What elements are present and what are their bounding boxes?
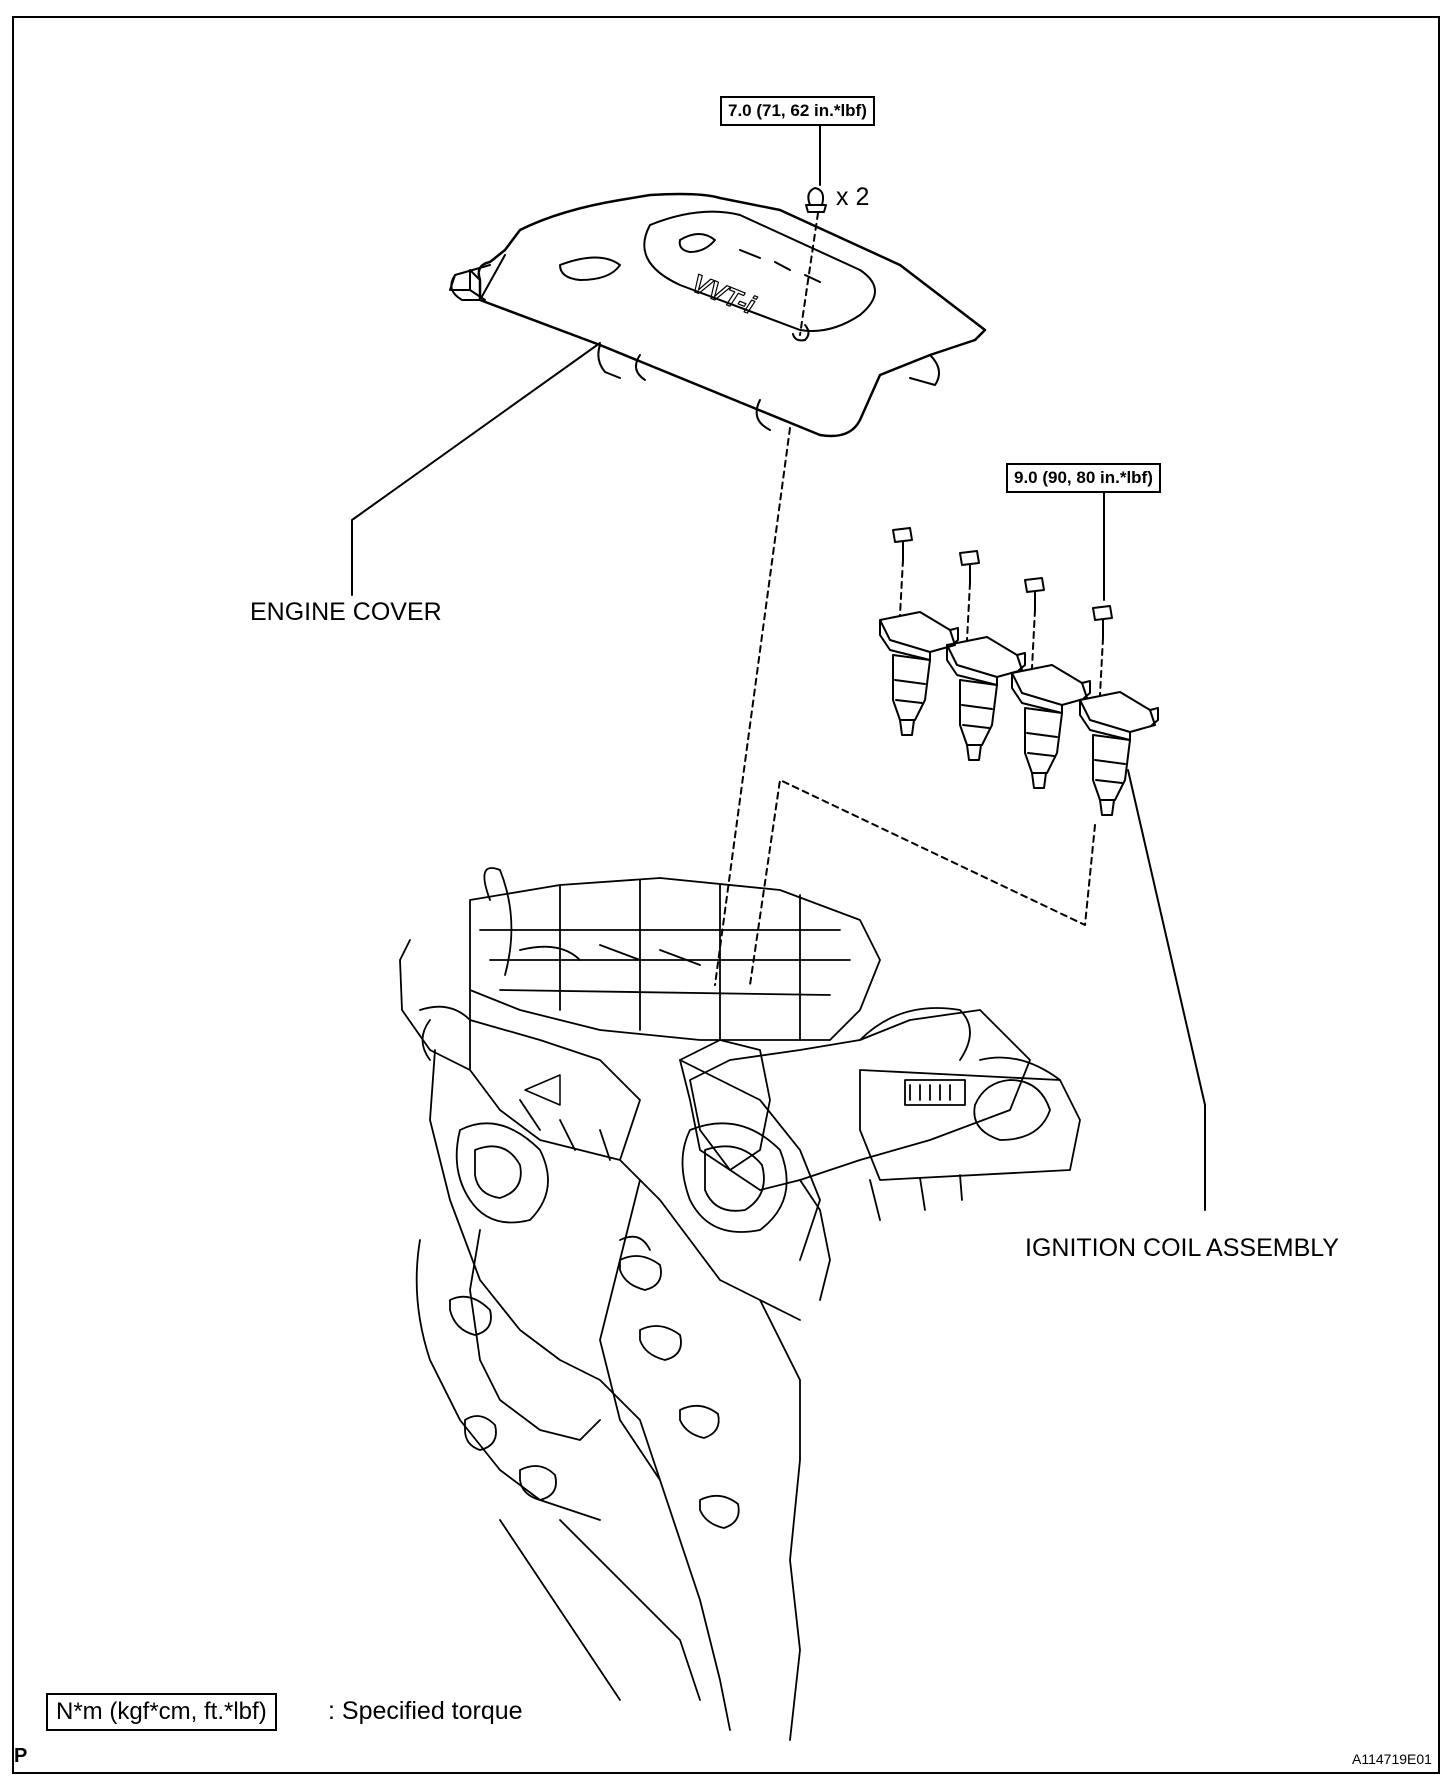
coil-bolt-3 <box>1024 577 1045 611</box>
corner-mark-left: P <box>14 1745 28 1767</box>
ignition-coil-2 <box>946 636 1026 761</box>
torque-spec-engine-cover: 7.0 (71, 62 in.*lbf) <box>720 96 875 126</box>
quantity-note: x 2 <box>836 183 870 211</box>
ignition-coil-1 <box>879 611 959 736</box>
engine-cover-label: ENGINE COVER <box>250 598 442 626</box>
legend-description: : Specified torque <box>328 1697 523 1725</box>
ignition-coil-set <box>879 527 1159 816</box>
cover-nut-dash <box>799 212 819 336</box>
torque-spec-ignition-coil: 9.0 (90, 80 in.*lbf) <box>1006 463 1161 493</box>
ignition-coil-assembly-label: IGNITION COIL ASSEMBLY <box>1025 1234 1339 1262</box>
engine-cover-part: VVT-i <box>449 192 987 438</box>
coil-bolt-2 <box>959 550 980 584</box>
ignition-coil-3 <box>1011 664 1091 789</box>
cover-logo-text: VVT-i <box>688 268 760 320</box>
coil-to-engine-dash <box>749 779 1096 986</box>
ignition-coil-leader <box>1127 769 1206 1211</box>
coil-bolt-4 <box>1092 605 1113 639</box>
engine-block <box>399 867 1081 1741</box>
cover-nut <box>805 187 827 213</box>
ignition-coil-4 <box>1079 691 1159 816</box>
legend-unit-box: N*m (kgf*cm, ft.*lbf) <box>46 1693 277 1731</box>
cover-to-engine-dash <box>714 427 791 986</box>
coil-bolt-1 <box>892 527 913 561</box>
diagram-frame <box>12 16 1440 1774</box>
engine-cover-leader <box>351 342 601 596</box>
figure-id: A114719E01 <box>1352 1751 1432 1767</box>
